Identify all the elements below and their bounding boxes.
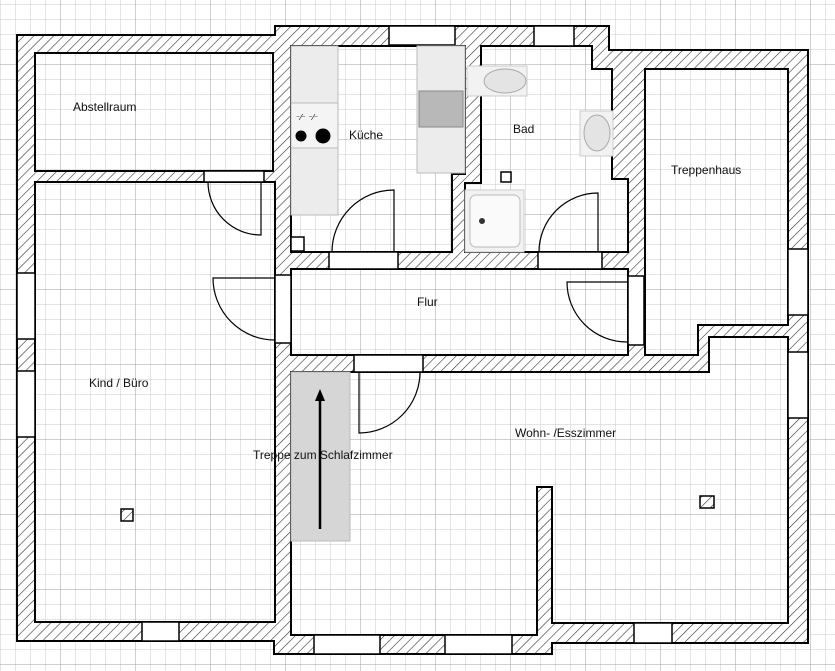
window bbox=[787, 248, 809, 316]
room-label-treppe: Treppe zum Schlafzimmer bbox=[253, 448, 393, 462]
window bbox=[444, 634, 513, 655]
door-abstellraum[interactable] bbox=[203, 170, 265, 236]
washbasin-bowl-icon bbox=[583, 114, 611, 152]
door-kind-buero[interactable] bbox=[212, 274, 292, 344]
floor-drain-icon bbox=[290, 236, 305, 252]
room-label-flur: Flur bbox=[417, 295, 438, 309]
room-labels: Abstellraum Küche Bad Treppenhaus Flur K… bbox=[73, 100, 741, 462]
floor-drains bbox=[120, 495, 715, 522]
window bbox=[633, 622, 673, 644]
bath-fixtures bbox=[464, 65, 614, 253]
room-label-abstellraum: Abstellraum bbox=[73, 100, 136, 114]
walls bbox=[16, 25, 809, 655]
room-label-kueche: Küche bbox=[349, 128, 383, 142]
kitchen-fixtures: ⁻⁄⁻ ⁻⁄⁻ bbox=[290, 45, 466, 252]
door-bad[interactable] bbox=[537, 192, 603, 270]
staircase bbox=[290, 371, 351, 542]
door-kueche[interactable] bbox=[328, 189, 399, 270]
room-label-bad: Bad bbox=[513, 122, 534, 136]
stove-burner-icon bbox=[295, 130, 307, 142]
floor-drain-icon bbox=[500, 171, 512, 183]
doors bbox=[203, 170, 645, 434]
window bbox=[16, 272, 36, 340]
room-label-wohn-esszimmer: Wohn- /Esszimmer bbox=[515, 426, 616, 440]
window bbox=[313, 634, 381, 655]
window bbox=[16, 370, 36, 438]
stove-burner-icon bbox=[315, 128, 331, 144]
floor-drain-icon bbox=[120, 508, 134, 522]
floor-drain-icon bbox=[699, 495, 715, 509]
stove bbox=[290, 102, 339, 149]
shower-drain-icon bbox=[479, 218, 485, 224]
arrow-head bbox=[315, 389, 325, 401]
room-label-kind-buero: Kind / Büro bbox=[89, 376, 149, 390]
toilet-bowl-icon bbox=[483, 68, 527, 94]
window bbox=[141, 621, 180, 642]
sink bbox=[418, 90, 464, 128]
door-wohn-esszimmer[interactable] bbox=[353, 354, 424, 434]
window bbox=[533, 25, 575, 47]
shower-inner bbox=[469, 194, 521, 248]
stove-knob-icon: ⁻⁄⁻ ⁻⁄⁻ bbox=[296, 113, 318, 122]
room-label-treppenhaus: Treppenhaus bbox=[671, 163, 741, 177]
windows bbox=[16, 25, 809, 655]
window bbox=[388, 25, 456, 46]
window bbox=[787, 351, 809, 419]
door-treppenhaus[interactable] bbox=[566, 275, 645, 346]
